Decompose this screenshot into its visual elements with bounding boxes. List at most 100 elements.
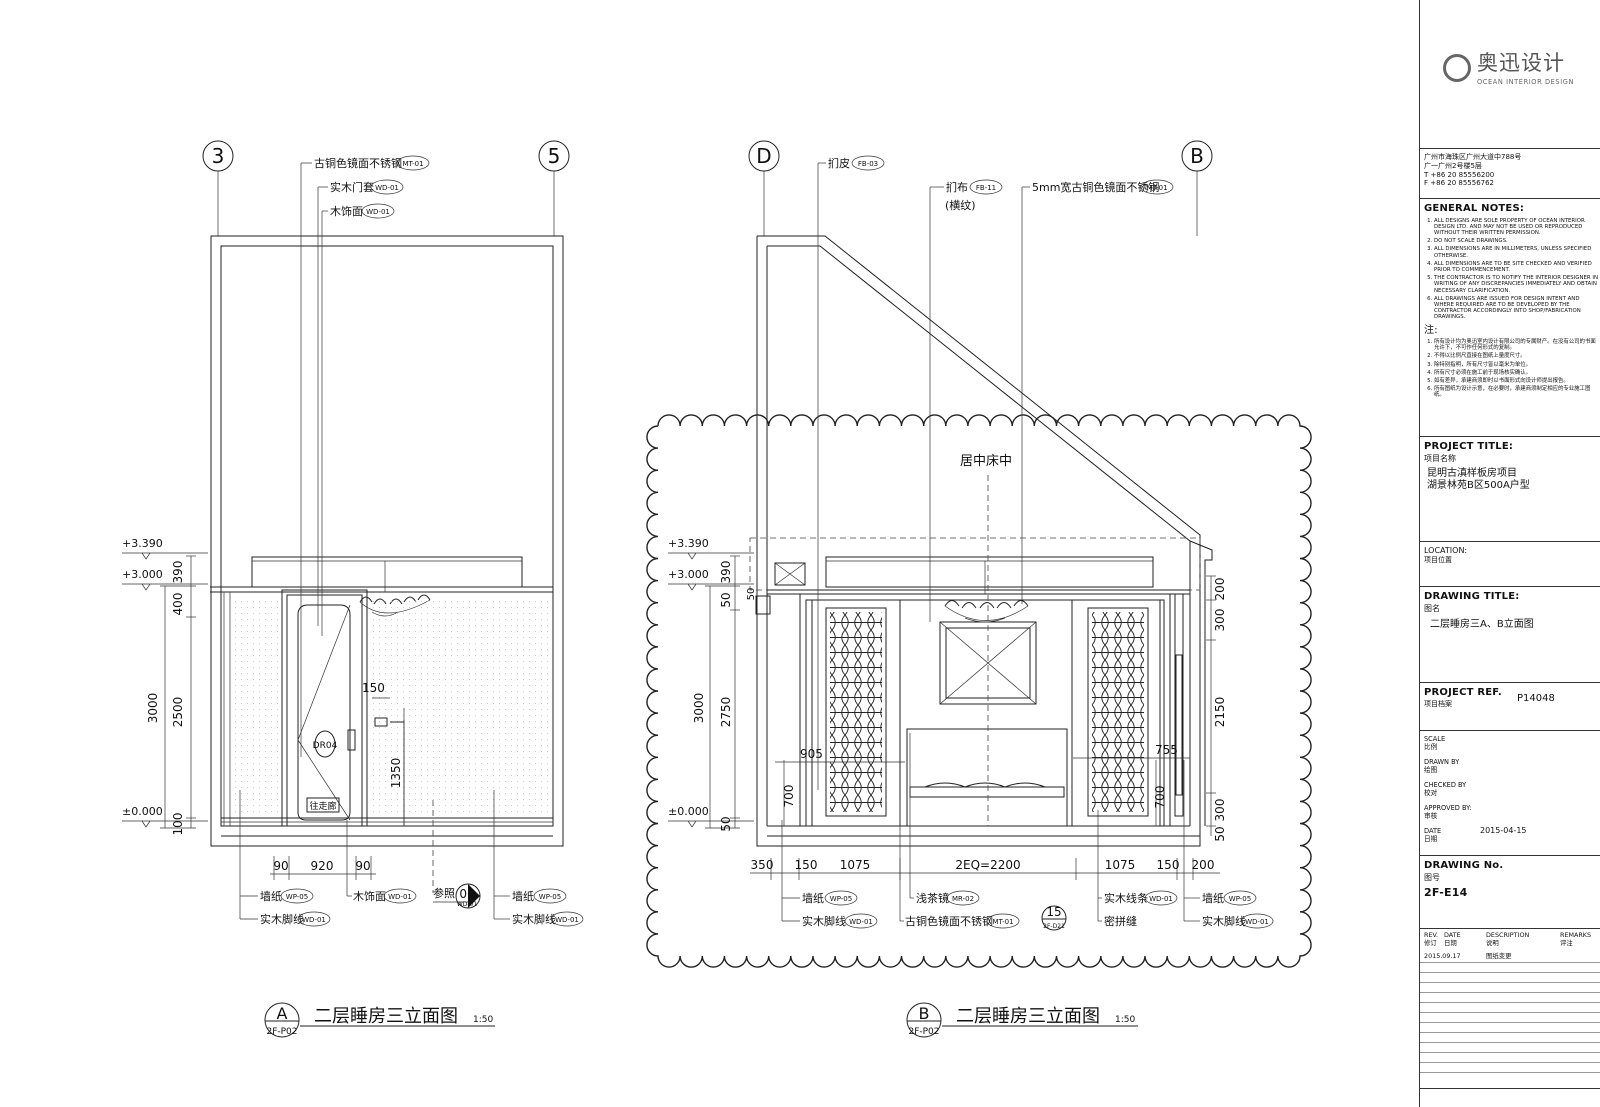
svg-text:B: B <box>1190 144 1204 168</box>
svg-text:A: A <box>277 1004 288 1023</box>
revision-row: 2015.09.17 <box>1424 952 1461 960</box>
svg-text:5: 5 <box>548 144 561 168</box>
svg-text:50: 50 <box>746 588 757 601</box>
svg-text:1075: 1075 <box>840 858 871 872</box>
svg-text:WD-01: WD-01 <box>302 916 326 924</box>
svg-text:±0.000: ±0.000 <box>668 805 709 818</box>
svg-text:WD-01: WD-01 <box>849 918 873 926</box>
svg-text:密拼缝: 密拼缝 <box>1104 914 1137 928</box>
svg-text:D: D <box>756 144 771 168</box>
grid-bubble-a-left: 3 <box>202 140 234 236</box>
svg-text:200: 200 <box>1213 578 1227 601</box>
svg-text:实木脚线: 实木脚线 <box>512 912 556 926</box>
elevation-b: D B <box>646 140 1312 1038</box>
dimensions-vertical-a: 390 400 2500 100 3000 1350 150 <box>146 555 405 835</box>
svg-text:300: 300 <box>1213 609 1227 632</box>
svg-text:扪布: 扪布 <box>946 180 968 194</box>
svg-text:150: 150 <box>795 858 818 872</box>
dimensions-vertical-b-right: 200 300 2150 700 300 50 755 <box>1073 575 1227 842</box>
svg-text:WP-05: WP-05 <box>830 895 852 903</box>
drawing-title: DRAWING TITLE: 图名 二层睡房三A、B立面图 <box>1420 586 1600 682</box>
svg-text:MR-02: MR-02 <box>952 895 974 903</box>
svg-text:350: 350 <box>751 858 774 872</box>
level-markers-a: +3.390 +3.000 ±0.000 <box>122 537 208 828</box>
svg-text:WD-01: WD-01 <box>375 184 399 192</box>
dimensions-bottom-a: 90 920 90 <box>270 856 376 880</box>
svg-text:±0.000: ±0.000 <box>122 805 163 818</box>
dimensions-vertical-b-left: 390 50 50 3000 2750 700 50 905 <box>692 555 905 832</box>
svg-text:WD-01: WD-01 <box>555 916 579 924</box>
svg-text:06: 06 <box>459 887 474 901</box>
revision-table: 2015.09.17 图纸变更 <box>1420 948 1600 1078</box>
company-logo: 奥迅设计 OCEAN INTERIOR DESIGN <box>1443 48 1593 92</box>
svg-text:墙纸: 墙纸 <box>802 891 824 905</box>
svg-text:实木门套: 实木门套 <box>330 180 374 194</box>
svg-text:3: 3 <box>212 144 225 168</box>
svg-text:390: 390 <box>719 561 733 584</box>
door-label: 往走廊 <box>309 800 336 812</box>
svg-text:WP-05: WP-05 <box>286 893 308 901</box>
svg-text:MT-01: MT-01 <box>402 160 423 168</box>
svg-text:WP-05: WP-05 <box>539 893 561 901</box>
svg-text:WP-05: WP-05 <box>1229 895 1251 903</box>
general-notes: GENERAL NOTES: ALL DESIGNS ARE SOLE PROP… <box>1420 198 1600 436</box>
dimensions-bottom-b: 350 150 1075 2EQ=2200 1075 150 200 <box>750 858 1220 880</box>
svg-text:400: 400 <box>171 593 185 616</box>
svg-text:1075: 1075 <box>1105 858 1136 872</box>
svg-text:700: 700 <box>782 785 796 808</box>
svg-text:(横纹): (横纹) <box>945 198 976 212</box>
svg-text:5mm宽古铜色镜面不锈钢: 5mm宽古铜色镜面不锈钢 <box>1032 180 1159 194</box>
location: LOCATION: 项目位置 <box>1420 541 1600 586</box>
wallpaper-hatch-a <box>232 596 551 816</box>
svg-text:B: B <box>919 1004 930 1023</box>
chandelier-b <box>944 561 1029 623</box>
svg-text:200: 200 <box>1192 858 1215 872</box>
callouts-bottom-b: 墙纸 WP-05 实木脚线 WD-01 浅茶镜 MR-02 古铜色镜面不锈钢 M… <box>781 733 1274 929</box>
approvals: SCALE 比例 DRAWN BY 绘图 CHECKED BY 校对 APPRO… <box>1420 730 1600 855</box>
svg-text:+3.000: +3.000 <box>668 568 709 581</box>
svg-text:755: 755 <box>1155 743 1178 757</box>
svg-text:150: 150 <box>362 681 385 695</box>
svg-text:920: 920 <box>311 859 334 873</box>
svg-text:二层睡房三立面图: 二层睡房三立面图 <box>314 1006 458 1027</box>
svg-text:50: 50 <box>1213 826 1227 841</box>
callouts-top-b: 扪皮 FB-03 扪布 FB-11 (横纹) 5mm宽古铜色镜面不锈钢 MT-0… <box>817 155 1174 790</box>
svg-text:MT-01: MT-01 <box>992 918 1013 926</box>
svg-text:1350: 1350 <box>389 758 403 789</box>
svg-text:实木脚线: 实木脚线 <box>260 912 304 926</box>
drawing-title-a: A 2F-P02 二层睡房三立面图 1:50 <box>264 1002 495 1038</box>
svg-text:FB-11: FB-11 <box>976 184 996 192</box>
svg-text:2F-P02: 2F-P02 <box>266 1027 297 1037</box>
svg-text:905: 905 <box>800 747 823 761</box>
svg-text:实木线条: 实木线条 <box>1104 891 1148 905</box>
svg-text:参照: 参照 <box>433 886 455 900</box>
svg-text:WD-01: WD-01 <box>1149 895 1173 903</box>
svg-text:3000: 3000 <box>146 693 160 724</box>
svg-text:15: 15 <box>1046 905 1061 919</box>
lattice-screen-left <box>825 607 887 817</box>
svg-text:2EQ=2200: 2EQ=2200 <box>955 858 1020 872</box>
svg-text:古铜色镜面不锈钢: 古铜色镜面不锈钢 <box>905 914 993 928</box>
svg-text:MT-01: MT-01 <box>1146 184 1167 192</box>
svg-text:WD-01: WD-01 <box>1245 918 1269 926</box>
svg-text:FB-03: FB-03 <box>858 160 878 168</box>
revision-cloud <box>646 414 1312 968</box>
svg-text:WD-01: WD-01 <box>388 893 412 901</box>
grid-bubble-b-right: B <box>1181 140 1213 236</box>
svg-text:实木脚线: 实木脚线 <box>1202 914 1246 928</box>
svg-text:墙纸: 墙纸 <box>260 889 282 903</box>
svg-text:扪皮: 扪皮 <box>828 156 850 170</box>
svg-text:2F-D21: 2F-D21 <box>1043 923 1065 930</box>
level-markers-b: +3.390 +3.000 ±0.000 <box>668 537 754 828</box>
svg-text:3000: 3000 <box>692 693 706 724</box>
section-ref-a: 参照 06 WD-01 <box>432 800 481 909</box>
revision-header: REV. 修订 DATE 日期 DESCRIPTION 说明 REMARKS 评… <box>1420 928 1600 948</box>
svg-text:木饰面: 木饰面 <box>330 204 363 218</box>
svg-text:700: 700 <box>1153 786 1167 809</box>
svg-text:+3.390: +3.390 <box>668 537 709 550</box>
svg-text:墙纸: 墙纸 <box>1202 891 1224 905</box>
callouts-top-a: 古铜色镜面不锈钢 MT-01 实木门套 WD-01 木饰面 WD-01 <box>300 155 430 757</box>
svg-text:150: 150 <box>1157 858 1180 872</box>
svg-text:2F-P02: 2F-P02 <box>908 1027 939 1037</box>
